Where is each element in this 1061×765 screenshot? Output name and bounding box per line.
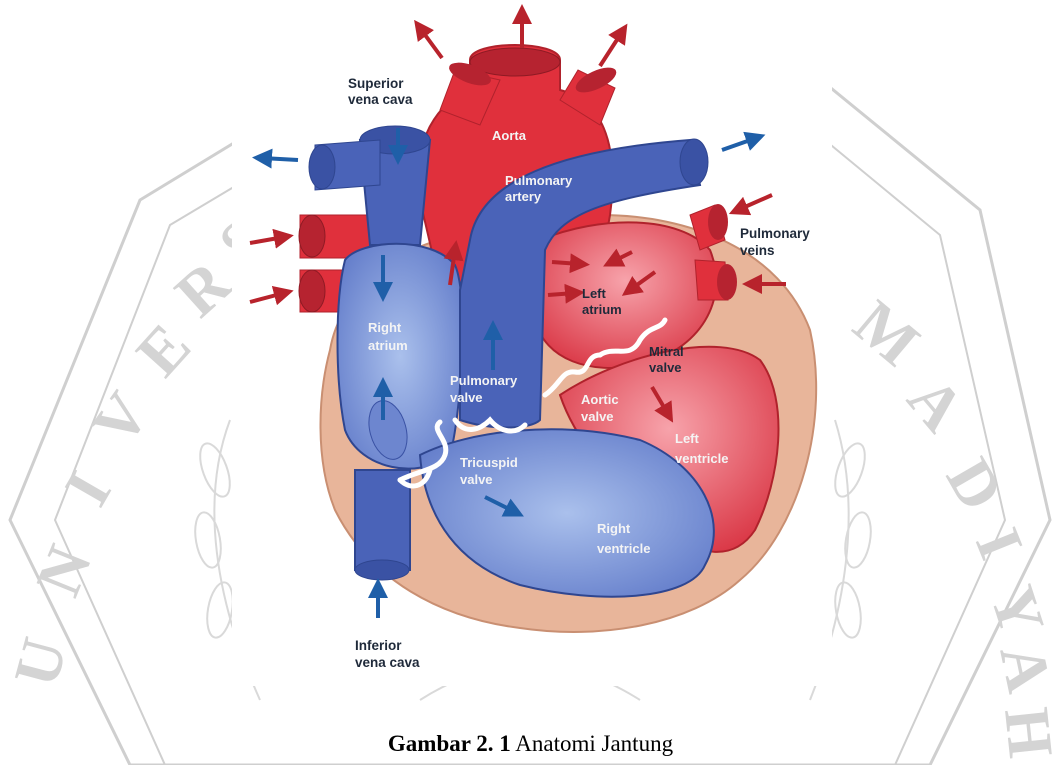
caption-text: Anatomi Jantung: [515, 731, 673, 756]
svc-out-arrow: [262, 158, 298, 160]
caption-number: Gambar 2. 1: [388, 731, 511, 756]
la-arrow-3: [548, 293, 575, 295]
label-aorta: Aorta: [492, 128, 527, 143]
figure-caption: Gambar 2. 1 Anatomi Jantung: [0, 731, 1061, 757]
la-arrow-1: [552, 262, 580, 264]
inferior-vena-cava: [355, 470, 410, 570]
